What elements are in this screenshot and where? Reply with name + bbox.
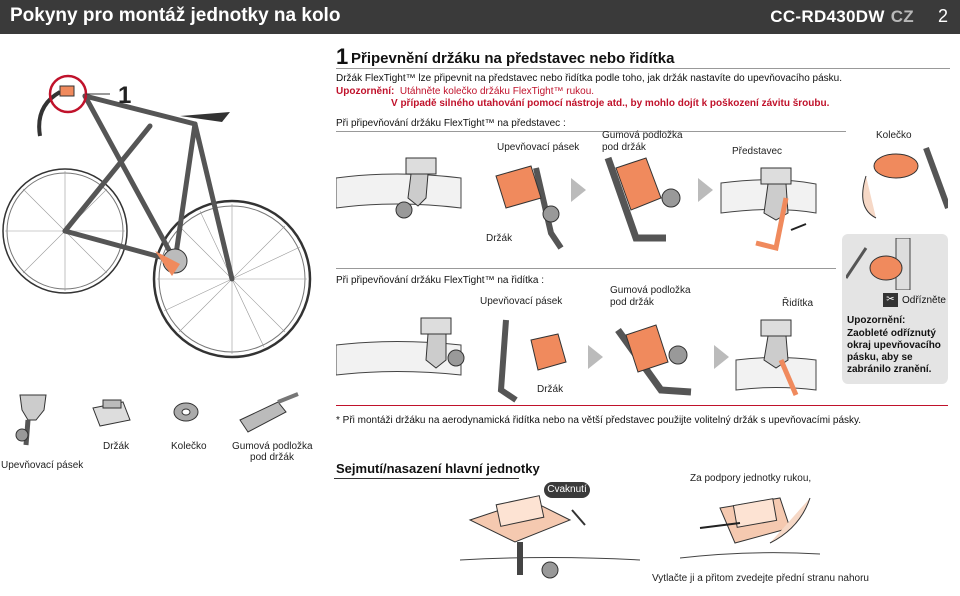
part-wheel-figure	[173, 402, 199, 422]
footnote: * Při montáži držáku na aerodynamická ři…	[336, 415, 862, 426]
section1-title: Připevnění držáku na představec nebo řid…	[351, 50, 675, 67]
section2-title: Sejmutí/nasazení hlavní jednotky	[336, 461, 540, 476]
cut-strap-figure	[846, 238, 911, 290]
cut-warning-title: Upozornění:	[847, 315, 906, 326]
stem-holder-label: Držák	[486, 233, 513, 244]
part-holder-figure	[92, 399, 131, 427]
click-callout: Cvaknutí	[544, 482, 590, 498]
bar-step4-figure	[735, 319, 817, 396]
part-holder-label: Držák	[103, 441, 130, 452]
page-header: Pokyny pro montáž jednotky na kolo CC-RD…	[0, 0, 960, 34]
bicycle-illustration: 1	[2, 74, 312, 359]
part-wheel-label: Kolečko	[171, 441, 207, 452]
part-strap-figure	[15, 394, 47, 446]
stem-wheel-label: Kolečko	[876, 130, 912, 141]
part-pad-label-1: Gumová podložka	[232, 441, 313, 452]
stem-step3-figure	[604, 156, 681, 242]
section1-number: 1	[336, 44, 349, 69]
bar-step3-figure	[615, 324, 692, 396]
support-note: Za podpory jednotky rukou,	[690, 473, 812, 484]
bar-step1-figure	[336, 317, 465, 376]
stem-step1-figure	[336, 157, 462, 219]
part-pad-label-2: pod držák	[250, 452, 294, 463]
section2-title-rule	[334, 478, 519, 479]
bar-heading: Při připevňování držáku FlexTight™ na ři…	[336, 275, 545, 286]
warning-line2: V případě silného utahování pomocí nástr…	[391, 98, 830, 109]
warning-line1: Utáhněte kolečko držáku FlexTight™ rukou…	[399, 86, 595, 97]
section1-intro: Držák FlexTight™ lze připevnit na předst…	[336, 73, 843, 84]
bar-divider-rule	[336, 268, 836, 269]
model-name: CC-RD430DW CZ	[770, 7, 914, 27]
bar-holder-label: Držák	[537, 384, 564, 395]
stem-step2-figure	[495, 165, 564, 250]
unit-remove-figure	[680, 497, 820, 559]
warning-label: Upozornění:	[336, 86, 395, 97]
cut-warning-text: Zaobleté odříznutý okraj upevňovacího pá…	[847, 328, 941, 375]
stem-heading: Při připevňování držáku FlexTight™ na př…	[336, 118, 566, 129]
parts-illustration	[15, 392, 299, 446]
stem-wheel-figure	[862, 146, 948, 219]
stem-heading-rule	[336, 131, 846, 132]
part-pad-figure	[239, 392, 299, 433]
page-title: Pokyny pro montáž jednotky na kolo	[10, 5, 341, 26]
stem-strap-label: Upevňovací pásek	[497, 142, 580, 153]
bar-pad-label-2: pod držák	[610, 297, 654, 308]
stem-label: Představec	[732, 146, 783, 157]
cut-label: Odřízněte	[902, 295, 946, 306]
unit-click-figure	[460, 495, 641, 579]
stem-step4-figure	[720, 167, 817, 252]
stem-mounting-illustrations	[336, 146, 948, 252]
section1-warning: Upozornění: Utáhněte kolečko držáku Flex…	[336, 86, 594, 98]
footnote-rule	[336, 405, 948, 406]
push-note: Vytlačte ji a přitom zvedejte přední str…	[652, 573, 869, 584]
scissors-icon: ✂	[883, 293, 898, 307]
part-strap-label: Upevňovací pásek	[1, 460, 84, 471]
page-number: 2	[937, 6, 948, 26]
language-code: CZ	[890, 7, 914, 26]
section1-title-rule	[336, 68, 950, 69]
model-code: CC-RD430DW	[770, 7, 885, 26]
bar-step2-figure	[497, 319, 567, 403]
stem-pad-label-2: pod držák	[602, 142, 646, 153]
bar-label: Řidítka	[782, 298, 814, 309]
bar-strap-label: Upevňovací pásek	[480, 296, 563, 307]
stem-pad-label-1: Gumová podložka	[602, 130, 683, 141]
bar-pad-label-1: Gumová podložka	[610, 285, 691, 296]
bike-step-number: 1	[118, 82, 131, 109]
bar-mounting-illustrations	[336, 317, 817, 403]
